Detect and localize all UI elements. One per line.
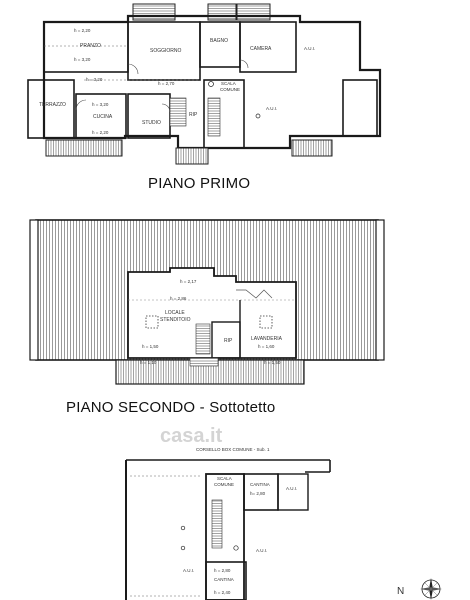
room-label-rip: RIP: [189, 112, 198, 118]
room-label-terrazzo: TERRAZZO: [39, 102, 66, 108]
room-label-cantina: CANTINA: [250, 482, 270, 487]
north-arrow-icon: [420, 578, 442, 600]
room-label-soggiorno: SOGGIORNO: [150, 48, 182, 54]
height-label: h = 1,50: [142, 344, 159, 349]
room-label-rip: RIP: [224, 338, 233, 344]
height-label: h = 2,80: [214, 568, 231, 573]
height-label: h = 2,20: [92, 130, 109, 135]
height-label: h = 2,40: [214, 590, 231, 595]
height-label: h = 2,86: [170, 296, 187, 301]
room-label-bagno: BAGNO: [210, 38, 228, 44]
north-label: N: [397, 586, 404, 597]
room-label-scala: SCALA: [221, 81, 236, 86]
aui-label-mid: A.U.I.: [266, 106, 277, 111]
height-label: h = 2,70: [158, 81, 175, 86]
room-label-cantina: CANTINA: [214, 577, 234, 582]
aui-label-mid: A.U.I.: [256, 548, 267, 553]
floor-plan-secondo: LOCALE STENDITOIO LAVANDERIA RIP h = 2,1…: [29, 219, 385, 385]
floor-plan-primo: PRANZO SOGGIORNO BAGNO CAMERA TERRAZZO C…: [27, 3, 382, 165]
room-label-pranzo: PRANZO: [80, 43, 101, 49]
room-label-camera: CAMERA: [250, 46, 272, 52]
height-label: h = 1,50: [264, 360, 281, 365]
height-label: h = 2,20: [74, 28, 91, 33]
floor-plan-box: CORSELLO BOX COMUNE - Sub. 1 SCALA COMUN…: [125, 447, 331, 600]
aui-label-right: A.U.I.: [286, 486, 297, 491]
floor-title-primo: PIANO PRIMO: [148, 175, 250, 192]
height-label: h = 3,20: [86, 77, 103, 82]
watermark-logo: casa.it: [160, 425, 223, 447]
room-label-studio: STUDIO: [142, 120, 161, 126]
room-label-stenditoio: STENDITOIO: [160, 317, 191, 323]
height-label: h = 2,17: [180, 279, 197, 284]
aui-label-left: A.U.I.: [183, 568, 194, 573]
room-label-comune: COMUNE: [214, 482, 234, 487]
height-label: h = 1,10: [140, 360, 157, 365]
room-label-comune: COMUNE: [220, 87, 240, 92]
height-label: h = 1,60: [258, 344, 275, 349]
height-label: h = 3,20: [92, 102, 109, 107]
room-label-lavanderia: LAVANDERIA: [251, 336, 283, 342]
room-label-scala: SCALA: [217, 476, 232, 481]
room-label-locale: LOCALE: [165, 310, 185, 316]
height-label: h= 2,80: [250, 491, 266, 496]
room-label-cucina: CUCINA: [93, 114, 113, 120]
box-header: CORSELLO BOX COMUNE - Sub. 1: [196, 447, 270, 452]
height-label: h = 3,20: [74, 57, 91, 62]
floor-title-secondo: PIANO SECONDO - Sottotetto: [66, 399, 275, 416]
aui-label-top: A.U.I.: [304, 46, 315, 51]
